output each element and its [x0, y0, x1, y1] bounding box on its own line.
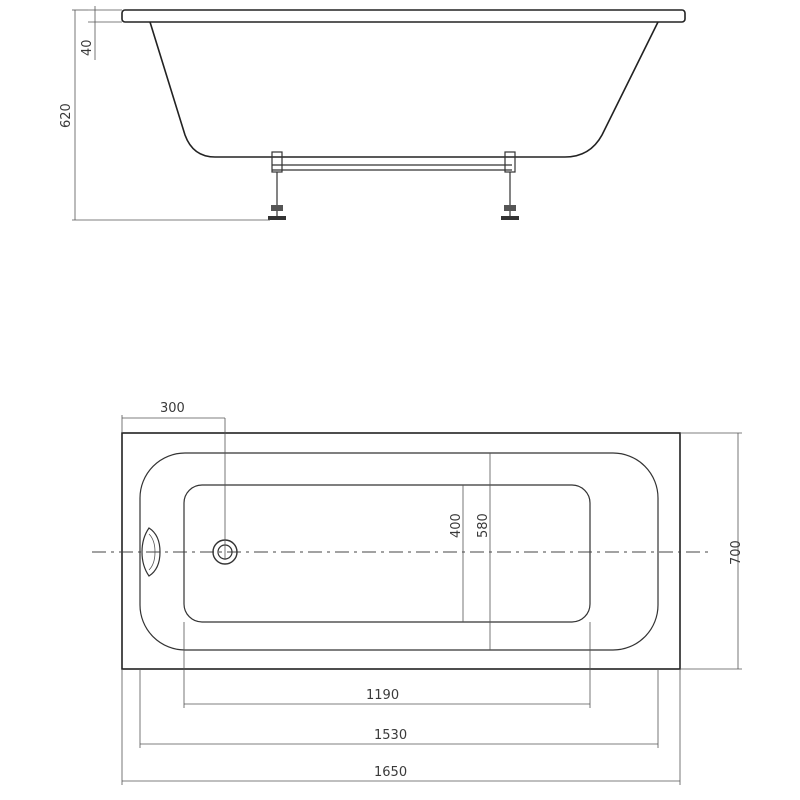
top-view: 300 400 580 700 1190 1530 1650 — [92, 401, 744, 785]
tub-body-profile — [149, 21, 659, 158]
left-leg — [268, 151, 286, 220]
tub-outer-outline — [121, 432, 681, 670]
tub-floor-outline — [183, 484, 591, 623]
basin-length-label: 1530 — [374, 728, 407, 743]
right-leg — [501, 151, 519, 220]
inner-width-label: 400 — [449, 513, 464, 538]
overflow-icon — [141, 527, 161, 577]
basin-width-label: 580 — [476, 513, 491, 538]
rim-height-label: 40 — [80, 39, 95, 56]
overall-length-label: 1650 — [374, 765, 407, 780]
tub-rim — [121, 9, 686, 23]
overall-width-label: 700 — [729, 540, 744, 565]
total-height-label: 620 — [59, 103, 74, 128]
side-view: 40 620 — [59, 6, 686, 221]
inner-length-label: 1190 — [366, 688, 399, 703]
drain-offset-label: 300 — [160, 401, 185, 416]
tub-basin-outline — [139, 452, 659, 651]
